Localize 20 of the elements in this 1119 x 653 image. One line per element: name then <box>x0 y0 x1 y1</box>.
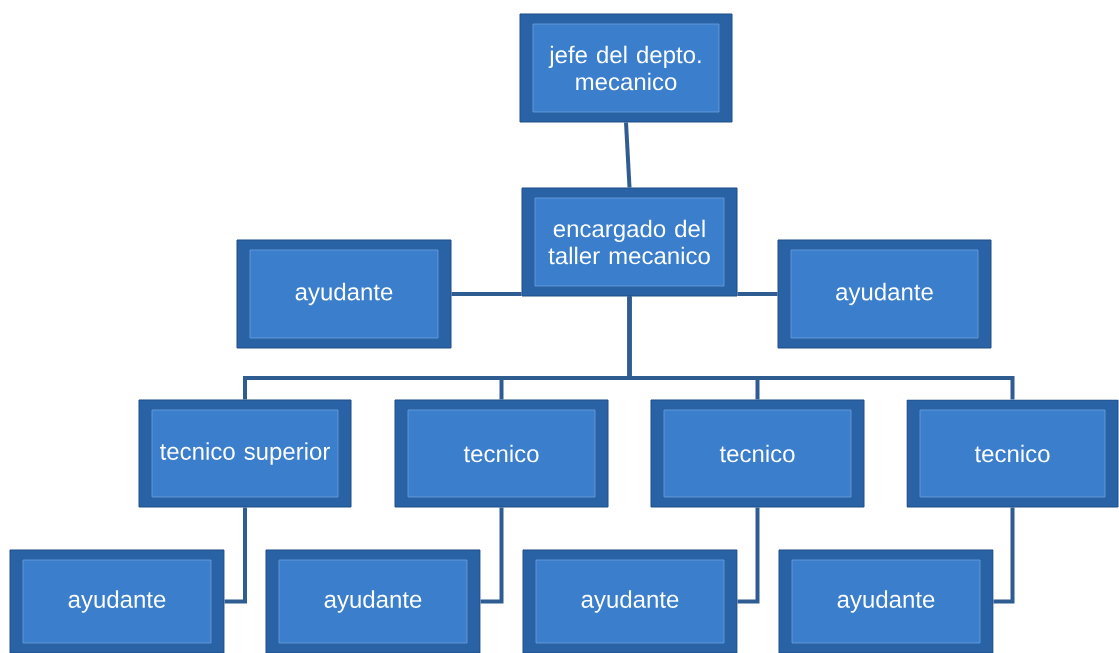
connector-line <box>627 296 1015 400</box>
org-box: tecnico <box>906 399 1119 508</box>
connector-line <box>451 292 522 296</box>
connector-line <box>480 507 504 604</box>
org-box: ayudante <box>265 549 481 653</box>
org-box: tecnico <box>650 399 865 508</box>
org-box: encargado del taller mecanico <box>521 187 738 297</box>
connector-line <box>624 122 632 188</box>
org-box: ayudante <box>236 239 452 349</box>
org-box: ayudante <box>522 549 738 653</box>
connector-line <box>224 507 247 604</box>
org-box: ayudante <box>778 549 994 653</box>
org-box: tecnico superior <box>138 399 352 508</box>
org-box: tecnico <box>394 399 609 508</box>
org-box: jefe del depto. mecanico <box>519 13 733 123</box>
connector-line <box>737 292 778 296</box>
connector-line <box>737 507 760 604</box>
org-box: ayudante <box>777 239 992 349</box>
connector-line <box>993 507 1015 604</box>
org-box: ayudante <box>9 549 225 653</box>
